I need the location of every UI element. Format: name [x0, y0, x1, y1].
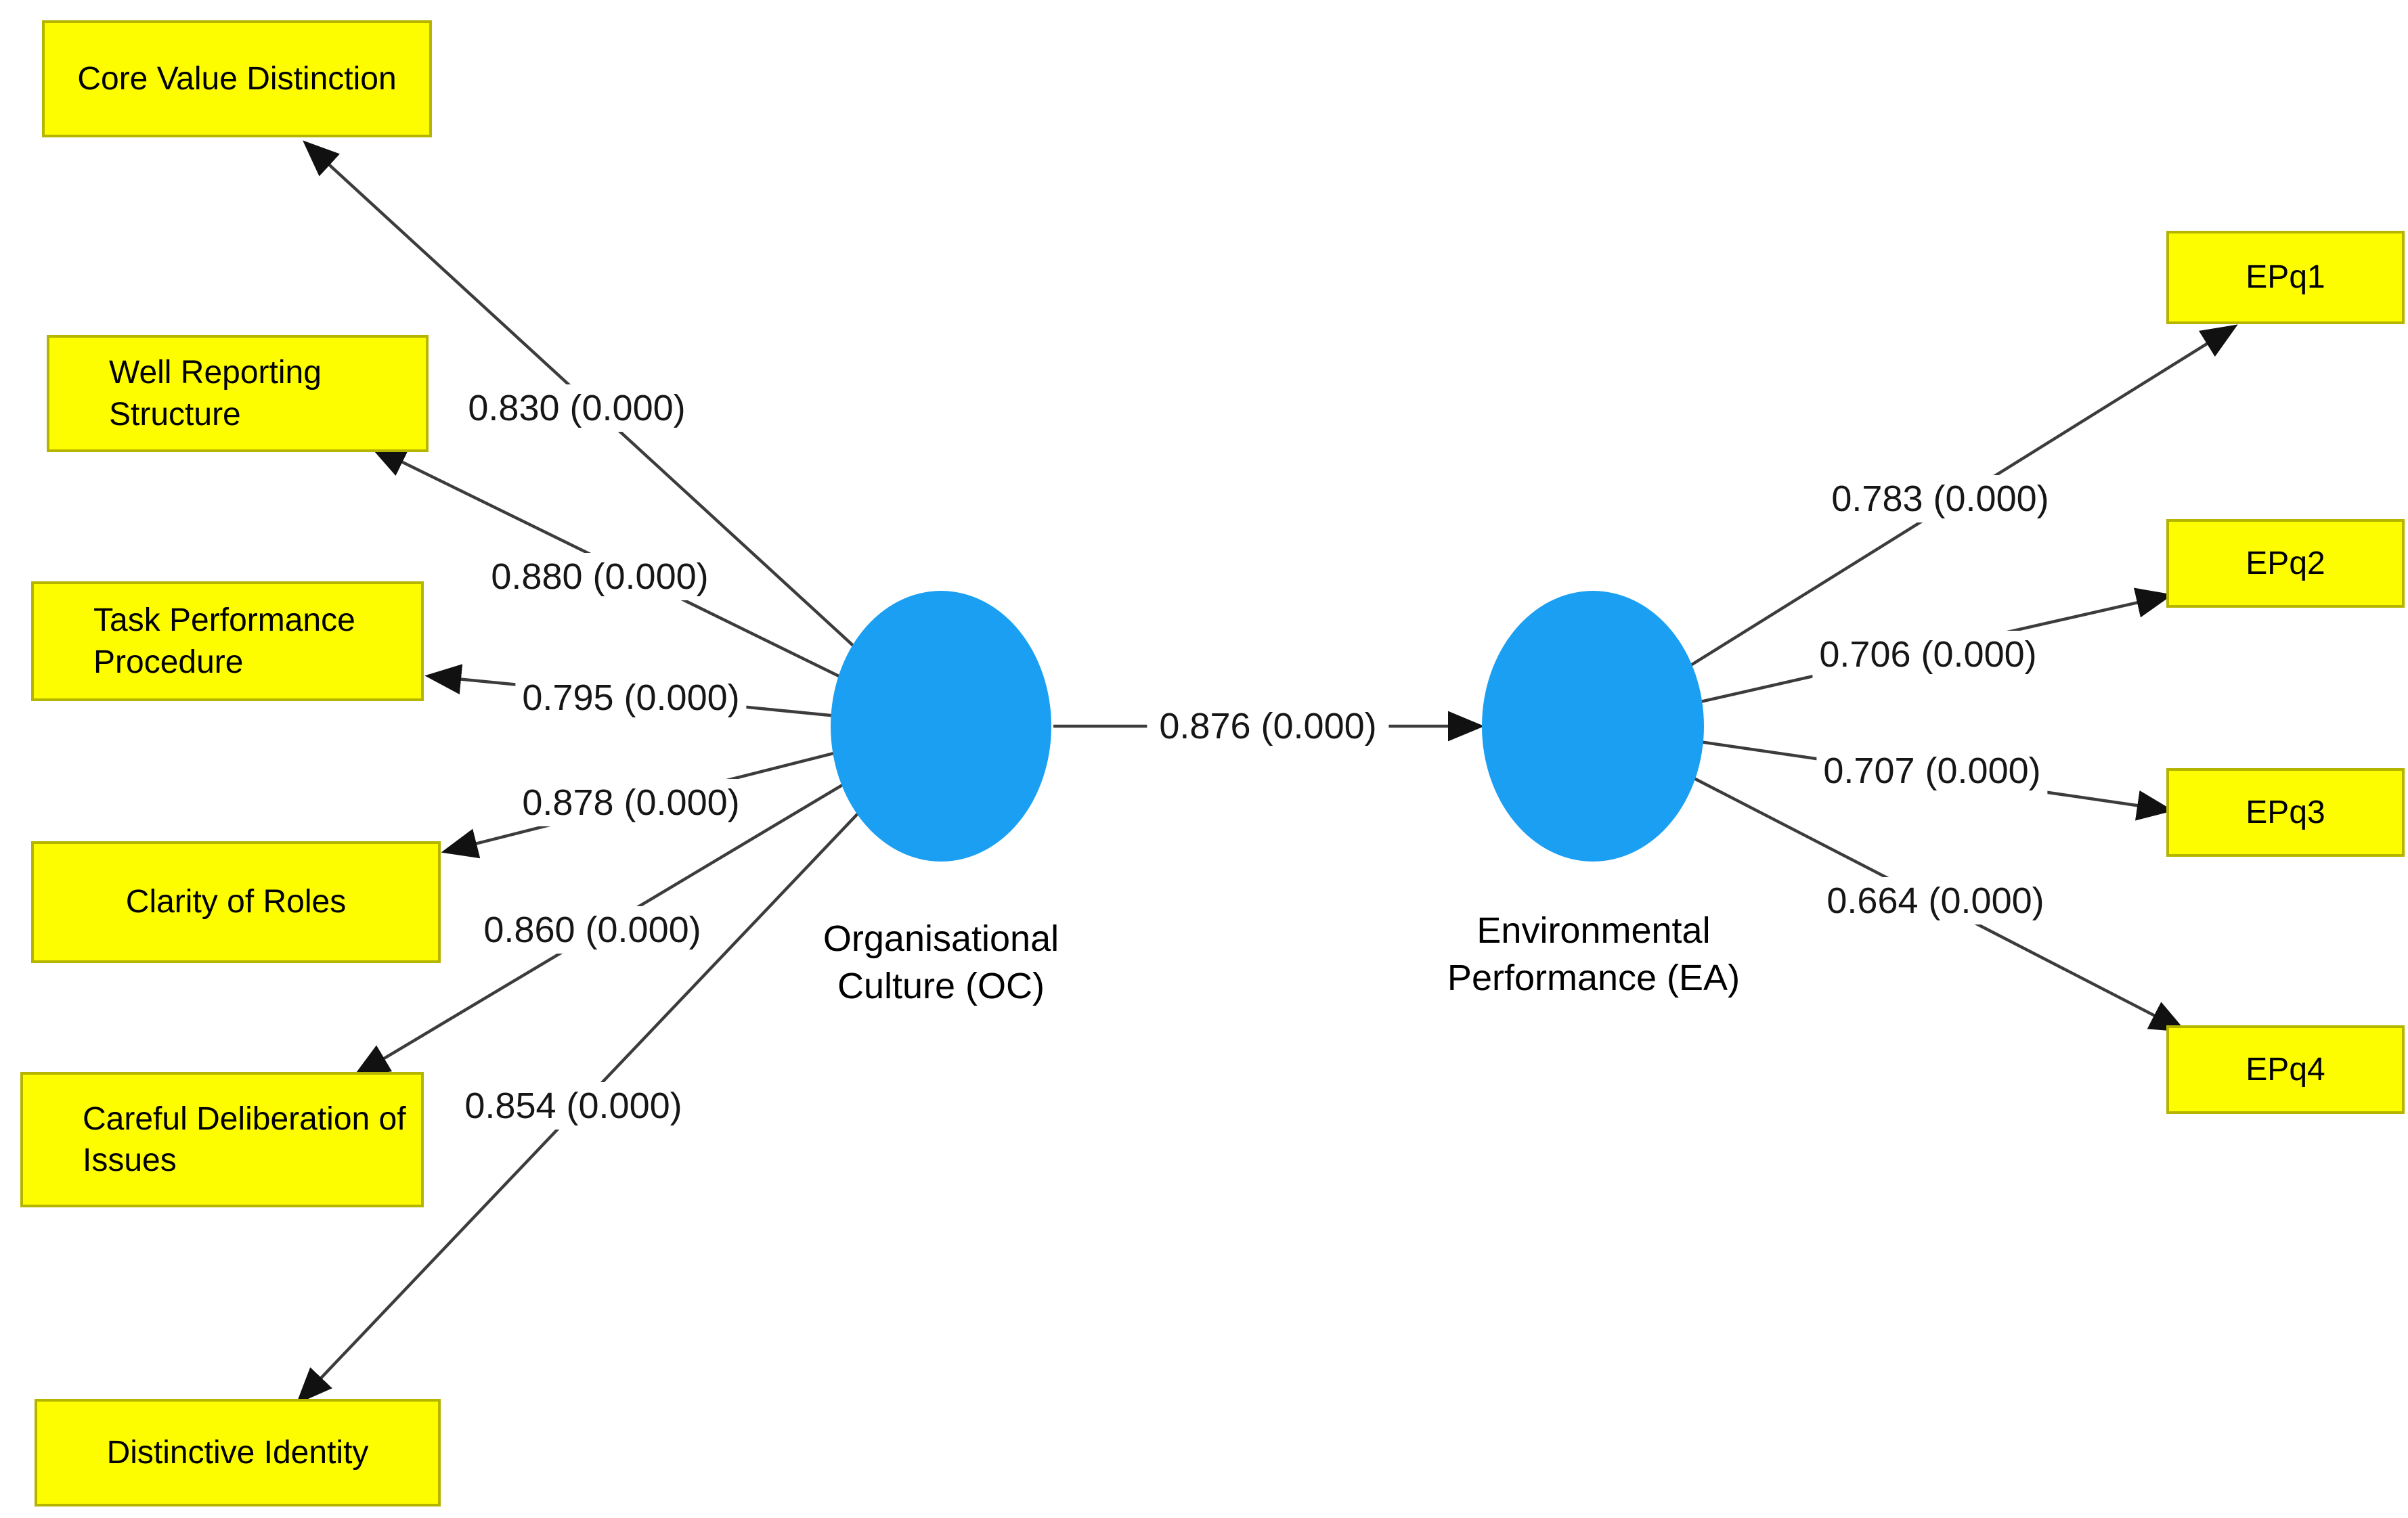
construct-caption-organisational-culture: Organisational Culture (OC)	[823, 918, 1059, 1007]
arrow-oc-distinctive-identity	[296, 725, 942, 1404]
arrow-oc-core-value-distinction	[303, 140, 942, 728]
indicator-box-task-performance-procedure: Task Performance Procedure	[31, 581, 424, 701]
indicator-label: EPq1	[2246, 259, 2325, 296]
indicator-label: Well Reporting Structure	[109, 355, 322, 432]
indicator-box-core-value-distinction: Core Value Distinction	[42, 20, 432, 137]
indicator-box-epq4: EPq4	[2166, 1025, 2405, 1114]
construct-ellipse-organisational-culture	[831, 591, 1051, 862]
indicator-label: EPq3	[2246, 794, 2325, 830]
loading-label-clarity-of-roles: 0.878 (0.000)	[515, 779, 747, 826]
loading-label-task-performance-procedure: 0.795 (0.000)	[515, 674, 747, 721]
loading-label-epq3: 0.707 (0.000)	[1816, 747, 2048, 795]
loading-label-distinctive-identity: 0.854 (0.000)	[458, 1082, 689, 1130]
indicator-box-clarity-of-roles: Clarity of Roles	[31, 841, 441, 963]
indicator-label: Distinctive Identity	[106, 1434, 369, 1471]
indicator-label: EPq4	[2246, 1051, 2325, 1088]
loading-label-epq2: 0.706 (0.000)	[1812, 631, 2044, 678]
arrow-ea-epq1	[1592, 324, 2238, 728]
construct-caption-environmental-performance: Environmental Performance (EA)	[1447, 910, 1741, 999]
loading-label-epq1: 0.783 (0.000)	[1824, 475, 2056, 522]
loading-label-careful-deliberation-of-issues: 0.860 (0.000)	[477, 906, 708, 954]
construct-ellipse-environmental-performance	[1482, 591, 1704, 862]
path-coefficient-oc-to-ea: 0.876 (0.000)	[1147, 702, 1389, 750]
indicator-box-careful-deliberation-of-issues: Careful Deliberation of Issues	[20, 1072, 424, 1207]
indicator-box-epq3: EPq3	[2166, 768, 2405, 857]
indicator-label: Core Value Distinction	[77, 60, 397, 97]
indicator-box-distinctive-identity: Distinctive Identity	[35, 1399, 441, 1506]
indicator-label: EPq2	[2246, 545, 2325, 581]
indicator-box-epq2: EPq2	[2166, 519, 2405, 608]
indicator-label: Clarity of Roles	[125, 884, 347, 920]
indicator-box-epq1: EPq1	[2166, 231, 2405, 324]
indicator-label: Careful Deliberation of Issues	[83, 1100, 406, 1178]
loading-label-well-reporting-structure: 0.880 (0.000)	[484, 553, 716, 600]
indicator-box-well-reporting-structure: Well Reporting Structure	[47, 335, 429, 452]
loading-label-core-value-distinction: 0.830 (0.000)	[461, 384, 693, 432]
indicator-label: Task Performance Procedure	[93, 602, 355, 680]
loading-label-epq4: 0.664 (0.000)	[1820, 877, 2051, 924]
